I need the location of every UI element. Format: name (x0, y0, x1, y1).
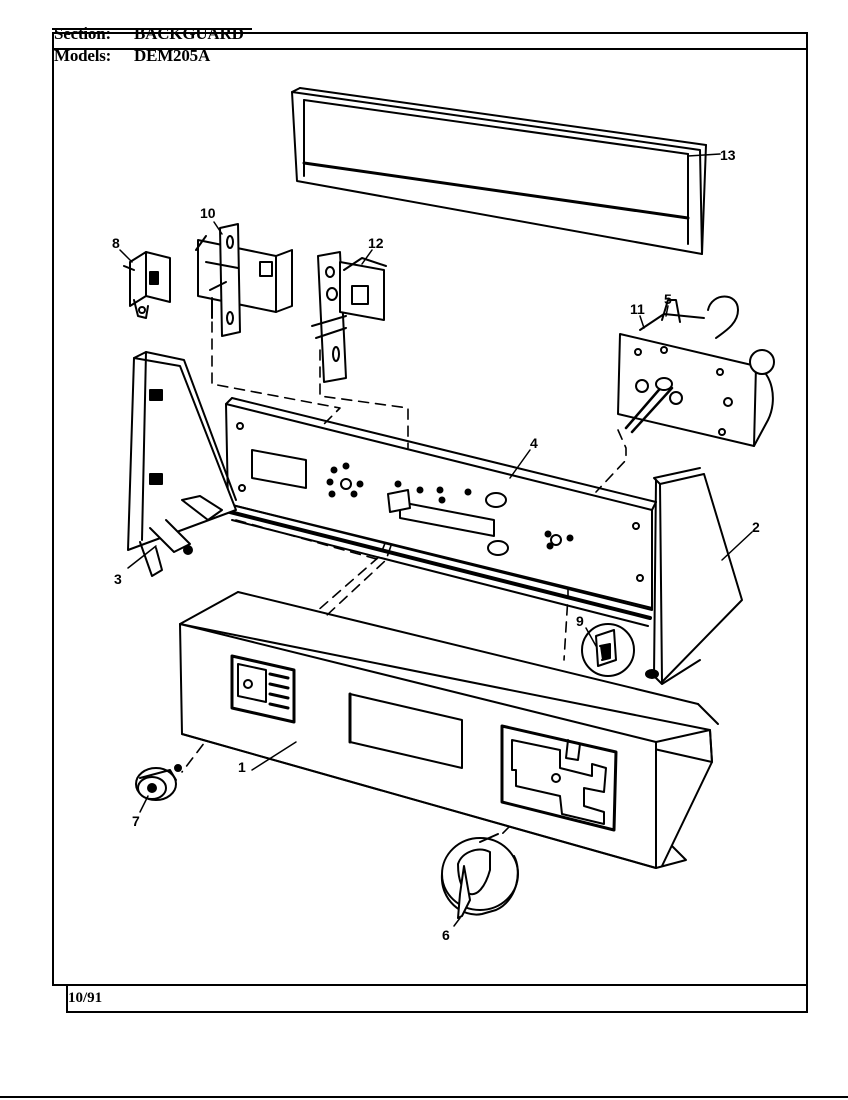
part-8-switch (123, 251, 171, 319)
part-3-left-end-cap (127, 351, 237, 577)
callout-6: 6 (442, 927, 450, 943)
callout-leaders (119, 153, 753, 927)
callout-5: 5 (664, 291, 672, 307)
part-1-front-panel (179, 591, 719, 869)
callout-9: 9 (576, 613, 584, 629)
header-rule (52, 28, 252, 30)
callout-12: 12 (368, 235, 384, 251)
part-5-timer (617, 295, 775, 447)
part-12-switch (311, 251, 387, 383)
models-row: Models: DEM205A (54, 46, 210, 66)
part-9-clip (581, 623, 635, 677)
part-6-timer-knob (440, 833, 519, 919)
diagram-frame (52, 32, 808, 986)
models-rule (52, 48, 808, 50)
callout-1: 1 (238, 759, 246, 775)
footer-box (66, 985, 808, 1013)
page-bottom-rule (0, 1096, 848, 1098)
callout-13: 13 (720, 147, 736, 163)
callout-11: 11 (630, 301, 645, 317)
part-13-trim-strip (291, 87, 707, 255)
callout-2: 2 (752, 519, 760, 535)
callout-10: 10 (200, 205, 216, 221)
callout-8: 8 (112, 235, 120, 251)
part-10-switch (195, 223, 293, 337)
callout-3: 3 (114, 571, 122, 587)
callout-7: 7 (132, 813, 140, 829)
callout-4: 4 (530, 435, 538, 451)
part-4-control-panel (225, 397, 657, 627)
callout-labels: 1 2 3 4 5 6 7 8 9 10 11 12 13 (112, 147, 760, 943)
models-label: Models: (54, 46, 112, 65)
models-value: DEM205A (134, 46, 211, 65)
part-7-knob (135, 764, 182, 801)
footer-date: 10/91 (68, 990, 103, 1006)
part-2-right-end-cap (645, 467, 743, 685)
